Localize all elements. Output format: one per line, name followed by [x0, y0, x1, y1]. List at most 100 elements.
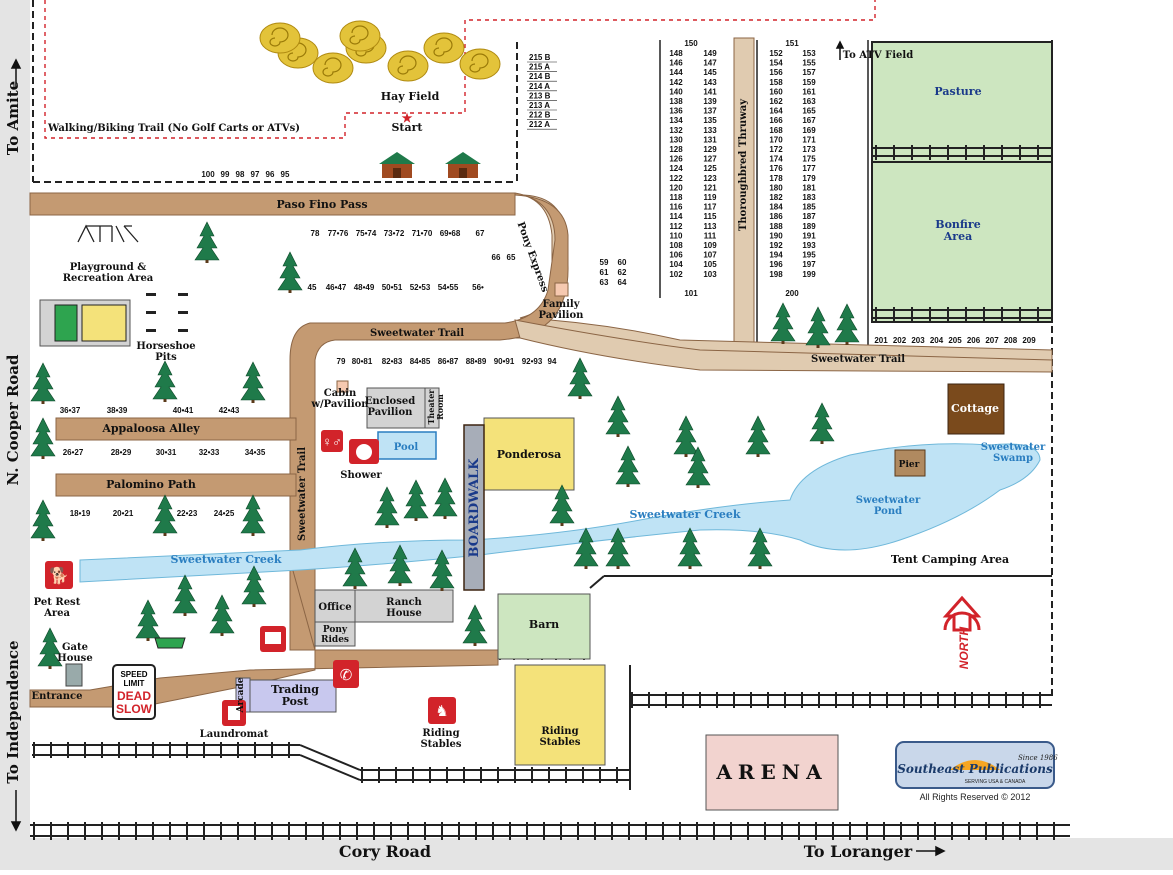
site-number: 22•23: [177, 509, 198, 518]
n-cooper-road-label: N. Cooper Road: [4, 354, 22, 485]
boardwalk-label: BOARDWALK: [467, 458, 482, 558]
appaloosa-alley-label: Appaloosa Alley: [101, 422, 200, 435]
site-number: 152: [769, 49, 783, 58]
site-number: 56•: [472, 283, 484, 292]
ponderosa-building: [483, 417, 575, 491]
tree-icon: [172, 574, 198, 617]
site-number: 52•53: [410, 283, 431, 292]
site-number: 214 B: [529, 72, 551, 81]
tree-icon: [209, 594, 235, 637]
tree-icon: [745, 415, 771, 458]
tree-icon: [30, 499, 56, 542]
site-number: 203: [911, 336, 925, 345]
site-number: 205: [948, 336, 962, 345]
paso-fino-pass-label: Paso Fino Pass: [276, 198, 367, 211]
site-number: 88•89: [466, 357, 487, 366]
site-number: 170: [769, 135, 783, 144]
site-number: 40•41: [173, 406, 194, 415]
site-number: 103: [703, 270, 717, 279]
basketball-court: [81, 304, 127, 342]
riding-stables-icon: ♞: [428, 697, 456, 724]
site-number: 107: [703, 251, 717, 260]
site-number: 96: [266, 170, 275, 179]
pet-rest-icon: 🐕: [45, 561, 73, 589]
site-number: 166: [769, 116, 783, 125]
site-number: 214 A: [529, 82, 550, 91]
cory-road-strip: [0, 838, 1173, 870]
cabin-shelter: [336, 380, 349, 393]
site-number: 104: [669, 260, 683, 269]
site-number: 113: [704, 222, 717, 231]
site-number: 97: [251, 170, 260, 179]
site-number: 195: [802, 251, 816, 260]
north-arrow-icon: [942, 595, 982, 632]
pool-label: Pool: [394, 442, 419, 453]
site-number: 153: [802, 49, 816, 58]
site-number: 183: [802, 193, 816, 202]
sweetwater-creek-label: Sweetwater Creek: [630, 508, 741, 521]
site-number: 105: [703, 260, 717, 269]
cabin-icon: [379, 152, 415, 178]
boat-icon: [154, 637, 186, 649]
site-number: 75•74: [356, 229, 377, 238]
site-number: 136: [669, 107, 683, 116]
pasture-label: Pasture: [934, 85, 981, 98]
hay-bales: [259, 20, 501, 84]
site-number: 66: [492, 253, 501, 262]
site-number: 174: [769, 155, 783, 164]
site-number: 36•37: [60, 406, 81, 415]
arena-building: [705, 734, 839, 811]
site-number: 116: [670, 203, 683, 212]
site-number: 90•91: [494, 357, 515, 366]
boardwalk-deck: [463, 424, 485, 591]
site-number: 133: [703, 126, 717, 135]
site-number: 99: [221, 170, 230, 179]
site-number: 148: [669, 49, 683, 58]
publisher-rights: All Rights Reserved © 2012: [920, 792, 1031, 802]
svg-text:♀♂: ♀♂: [322, 434, 342, 449]
tree-icon: [567, 357, 593, 400]
site-number: 80•81: [352, 357, 373, 366]
site-number: 61: [600, 268, 609, 277]
site-number: 128: [669, 145, 683, 154]
site-number: 145: [703, 68, 717, 77]
site-number: 189: [802, 222, 816, 231]
site-number: 135: [703, 116, 717, 125]
site-number: 124: [669, 164, 683, 173]
site-number: 48•49: [354, 283, 375, 292]
site-number: 151: [785, 39, 799, 48]
barn-building: [497, 593, 591, 660]
publisher-name: Southeast Publications: [897, 762, 1053, 776]
tree-icon: [194, 221, 220, 264]
pony-express-label: Pony Express: [515, 221, 551, 295]
site-number: 78: [311, 229, 320, 238]
site-number: 158: [769, 78, 783, 87]
site-number: 130: [669, 135, 683, 144]
tree-icon: [240, 494, 266, 537]
walking-trail-boundary: [44, 0, 876, 139]
site-number: 206: [967, 336, 981, 345]
tree-icon: [809, 402, 835, 445]
site-number: 159: [802, 78, 816, 87]
site-number: 63: [600, 278, 609, 287]
svg-text:✆: ✆: [340, 667, 353, 684]
site-number: 196: [769, 260, 783, 269]
sweetwater-trail-east: [514, 319, 1053, 373]
site-number: 62: [618, 268, 627, 277]
tent-camping-label: Tent Camping Area: [891, 553, 1009, 566]
site-number: 144: [669, 68, 683, 77]
tree-icon: [240, 361, 266, 404]
site-number: 60: [618, 258, 627, 267]
site-number: 120: [669, 183, 683, 192]
tree-icon: [30, 362, 56, 405]
site-number: 132: [669, 126, 683, 135]
speed-sign-line2: LIMIT: [124, 679, 145, 688]
site-number: 28•29: [111, 448, 132, 457]
site-number: 38•39: [107, 406, 128, 415]
arcade-label: Arcade: [236, 677, 246, 713]
site-number: 86•87: [438, 357, 459, 366]
